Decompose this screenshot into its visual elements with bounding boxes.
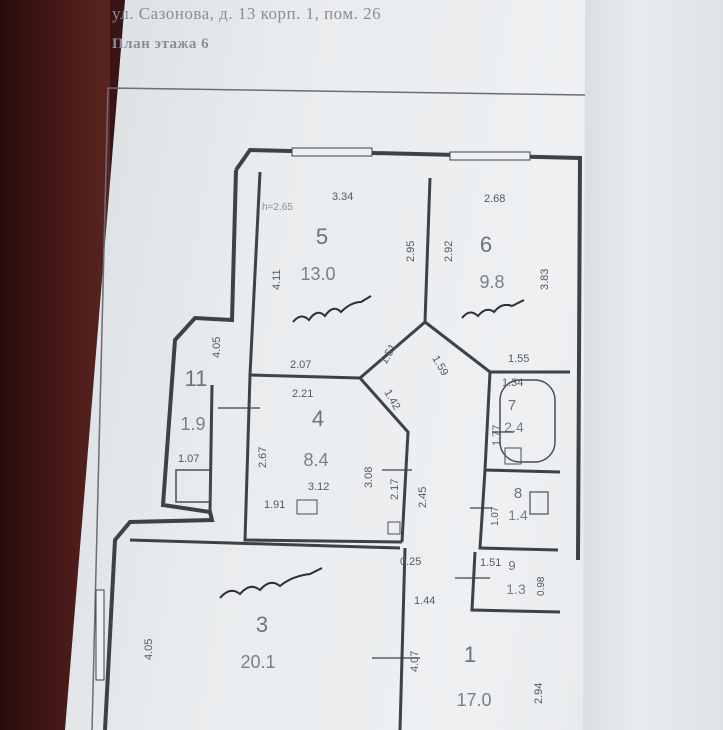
room-9-area: 1.3 (506, 581, 526, 597)
dim-r4-left: 2.67 (257, 447, 269, 468)
sink-icon (296, 499, 318, 515)
dim-diag-2: 1.59 (429, 354, 450, 379)
drain-icon (504, 447, 522, 465)
dim-r7-top: 1.34 (502, 377, 523, 389)
dim-diag-3: 1.42 (381, 388, 402, 413)
dim-r11-side: 4.05 (211, 337, 223, 358)
room-7-number: 7 (508, 397, 516, 414)
floor-title: План этажа 6 (112, 36, 210, 52)
room-4-number: 4 (312, 406, 324, 431)
door-markers (218, 407, 514, 659)
dim-r4-right: 3.08 (363, 467, 375, 488)
room-3-number: 3 (256, 612, 268, 637)
room-1-number: 1 (464, 642, 476, 667)
dim-corr-width: 1.44 (414, 595, 435, 607)
dim-r1-left: 4.07 (409, 651, 421, 672)
address-line: ул. Сазонова, д. 13 корп. 1, пом. 26 (112, 4, 382, 23)
room-6-number: 6 (480, 232, 492, 257)
bathtub-icon (499, 379, 556, 463)
dim-r5-bottom: 2.07 (290, 359, 311, 371)
dim-r8-side: 1.07 (490, 506, 501, 526)
dim-r1-right: 2.94 (533, 683, 545, 704)
room-11-area: 1.9 (180, 414, 205, 434)
dim-r6-width: 2.68 (484, 193, 505, 205)
room-9-number: 9 (508, 558, 515, 573)
dim-r4-bottom: 1.91 (264, 499, 285, 511)
dim-r3-left: 4.05 (143, 639, 155, 660)
outer-walls (103, 147, 583, 730)
dim-r5-left: 4.11 (271, 269, 283, 290)
dim-r6-right: 3.83 (539, 269, 551, 290)
dim-r11-bottom: 1.07 (178, 453, 199, 465)
room-8-area: 1.4 (508, 507, 528, 523)
dim-corr-small: 0.25 (400, 556, 421, 568)
windows (95, 147, 531, 681)
stove-icon (175, 469, 211, 503)
dim-r4-top: 2.21 (292, 388, 313, 400)
room-5-number: 5 (316, 224, 328, 249)
room-5-area: 13.0 (300, 264, 335, 284)
dim-r6-bottom: 1.55 (508, 353, 529, 365)
interior-walls (129, 171, 570, 730)
dim-r5-width: 3.34 (332, 191, 353, 203)
dim-r9-side: 0.98 (536, 576, 547, 596)
dim-r4-edge: 2.45 (417, 487, 429, 508)
toilet-icon (529, 491, 549, 515)
dim-r4-mid: 3.12 (308, 481, 329, 493)
adjacent-sheet (578, 0, 723, 730)
sheet-frame-left (91, 87, 109, 730)
room-11-number: 11 (185, 366, 208, 391)
room-4-area: 8.4 (303, 450, 328, 470)
room-6-area: 9.8 (479, 272, 504, 292)
dim-r5-right: 2.95 (405, 241, 417, 262)
room-1-area: 17.0 (456, 690, 491, 710)
dim-r7-side: 1.77 (491, 425, 503, 446)
room-3-area: 20.1 (240, 652, 275, 672)
vent-icon (387, 521, 401, 535)
dim-r6-left: 2.92 (443, 241, 455, 262)
dim-r9-top: 1.51 (480, 557, 501, 569)
handwritten-marks (219, 295, 525, 599)
sheet-frame-top (107, 87, 586, 96)
dim-r5-height: h=2.65 (262, 202, 293, 213)
dim-r4-door: 2.17 (389, 479, 401, 500)
room-8-number: 8 (514, 485, 522, 502)
room-7-area: 2.4 (504, 419, 524, 435)
